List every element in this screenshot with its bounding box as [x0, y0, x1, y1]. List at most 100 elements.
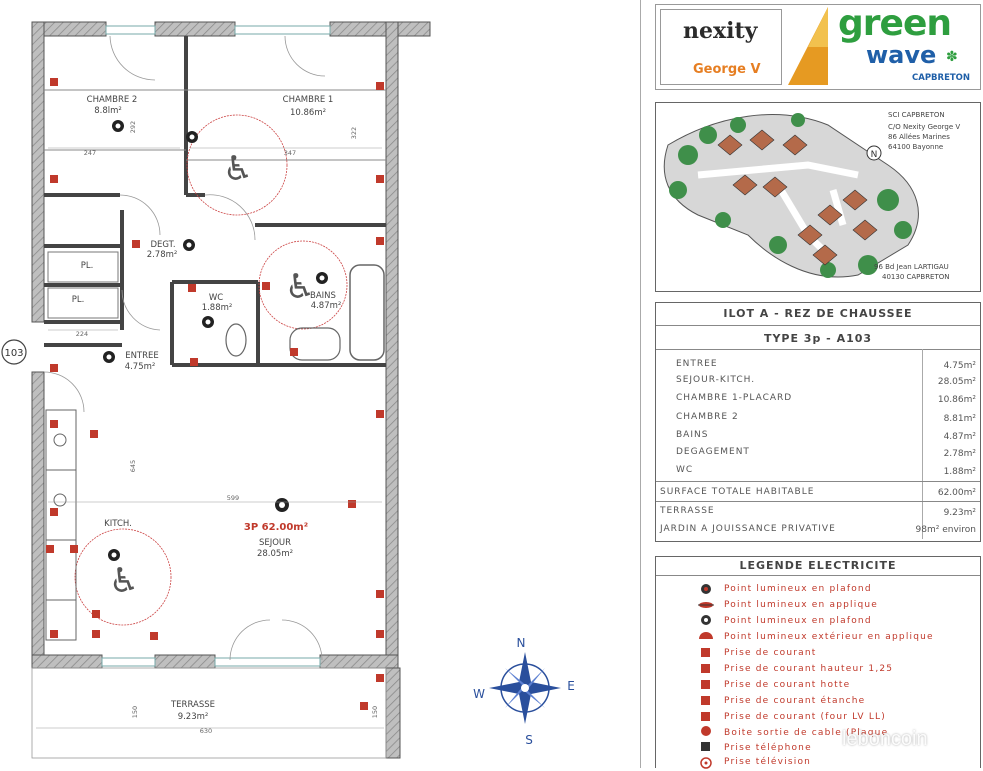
room-area-terrasse: 9.23m² [178, 712, 209, 722]
room-label-terrasse: TERRASSE [170, 700, 215, 710]
ceiling-light-icon [701, 584, 711, 594]
room-area-chambre2: 8.8lm² [94, 106, 122, 116]
oven-outlet-icon [701, 712, 710, 721]
legend-item: Point lumineux en applique [724, 600, 879, 610]
surface-value: 4.87m² [943, 432, 976, 442]
extra-value: 9.23m² [943, 508, 976, 518]
dim-630: 630 [200, 727, 212, 735]
dim-150b: 150 [371, 706, 379, 718]
surface-label: ENTREE [676, 359, 718, 369]
room-label-sejour: SEJOUR [259, 538, 291, 548]
exterior-light-icon [699, 632, 713, 639]
windows [101, 25, 331, 667]
room-area-chambre1: 10.86m² [290, 108, 326, 118]
legend-item: Point lumineux en plafond [724, 584, 872, 594]
site-company: SCI CAPBRETON [888, 111, 945, 119]
surface-label: CHAMBRE 2 [676, 412, 739, 422]
door-swings [43, 35, 326, 661]
dim-599: 599 [227, 494, 239, 502]
surface-label: CHAMBRE 1-PLACARD [676, 393, 793, 403]
room-label-chambre2: CHAMBRE 2 [87, 95, 138, 105]
power-outlet-icon [46, 78, 384, 710]
unit-number-badge [1, 339, 27, 365]
legend-item: Point lumineux en plafond [724, 616, 872, 626]
surface-value: 28.05m² [937, 377, 976, 387]
floor-plan: ♿ ♿ ♿ [1, 21, 575, 759]
ceiling-light-icon [103, 120, 328, 561]
wave-leaf-icon: ✽ [946, 49, 958, 65]
dim-247: 247 [84, 149, 96, 157]
nexity-subtitle: George V [693, 62, 761, 77]
outer-walls [31, 21, 431, 759]
room-label-pl1: PL. [81, 261, 94, 271]
sink [289, 327, 341, 361]
room-area-bains: 4.87m² [311, 301, 342, 311]
nexity-wordmark: nexity [683, 18, 758, 44]
dim-645: 645 [129, 460, 137, 472]
lot-type: TYPE 3p - A103 [763, 332, 873, 345]
legend-item: Point lumineux extérieur en applique [724, 632, 934, 642]
legend-item: Prise de courant (four LV LL) [724, 712, 886, 722]
interior-walls [44, 36, 386, 367]
compass-e: E [567, 679, 575, 693]
legend-title: LEGENDE ELECTRICITE [739, 559, 897, 572]
svg-text:N: N [871, 150, 878, 160]
ceiling-light-icon [701, 615, 711, 625]
dim-347: 347 [284, 149, 296, 157]
dim-292: 292 [129, 121, 137, 133]
room-label-degt: DEGT. [150, 240, 175, 250]
compass-s: S [525, 733, 533, 747]
room-label-pl2: PL. [72, 295, 85, 305]
surface-value: 8.81m² [943, 414, 976, 424]
legend-item: Prise téléphone [724, 743, 812, 753]
room-area-degt: 2.78m² [147, 250, 178, 260]
extra-value: 98m² environ [915, 525, 976, 535]
waterproof-outlet-icon [701, 696, 710, 705]
site-map: N [663, 113, 919, 278]
total-area-label: 3P 62.00m² [244, 522, 308, 533]
dim-322: 322 [350, 127, 358, 139]
room-label-wc: WC [209, 293, 223, 303]
green-wordmark: green [838, 3, 952, 44]
surfaces-panel: ILOT A - REZ DE CHAUSSEE TYPE 3p - A103 … [655, 302, 981, 542]
power-outlet-icon [701, 648, 710, 657]
svg-text:♿: ♿ [109, 561, 139, 601]
room-area-wc: 1.88m² [202, 303, 233, 313]
legend-item: Prise de courant [724, 648, 817, 658]
room-area-entree: 4.75m² [125, 362, 156, 372]
room-area-sejour: 28.05m² [257, 549, 293, 559]
room-label-chambre1: CHAMBRE 1 [283, 95, 334, 105]
watermark: leboncoin [842, 728, 928, 750]
hood-outlet-icon [701, 680, 710, 689]
logo-panel: nexity George V green wave ✽ CAPBRETON [655, 3, 981, 90]
room-label-bains: BAINS [310, 291, 336, 301]
surface-label: DEGAGEMENT [676, 447, 750, 457]
legend-item: Prise télévision [724, 757, 812, 767]
north-arrow-icon: N [866, 145, 882, 161]
divider [640, 0, 641, 768]
bathtub [349, 264, 385, 361]
power-outlet-high-icon [701, 664, 710, 673]
accessibility-circles [74, 114, 348, 626]
site-plan-panel: N SCI CAPBRETON C/O Nexity George V 86 A… [655, 102, 981, 292]
wave-wordmark: wave [866, 41, 937, 69]
surface-label: WC [676, 465, 694, 475]
sail-icon [788, 7, 828, 85]
extra-label: TERRASSE [660, 506, 715, 516]
room-label-entree: ENTREE [125, 351, 159, 361]
legend-item: Prise de courant étanche [724, 696, 866, 706]
wheelchair-icon: ♿ ♿ ♿ [109, 149, 315, 601]
total-label: SURFACE TOTALE HABITABLE [660, 487, 815, 497]
compass-w: W [473, 687, 485, 701]
kitchen-counter [45, 409, 77, 641]
lot-title: ILOT A - REZ DE CHAUSSEE [723, 307, 913, 320]
surface-value: 10.86m² [937, 395, 976, 405]
dim-150: 150 [131, 706, 139, 718]
surface-value: 1.88m² [943, 467, 976, 477]
phone-outlet-icon [701, 742, 710, 751]
wall-light-icon [698, 602, 714, 608]
compass-n: N [517, 636, 526, 650]
surface-label: BAINS [676, 430, 709, 440]
surface-value: 4.75m² [943, 361, 976, 371]
surface-label: SEJOUR-KITCH. [676, 375, 756, 385]
